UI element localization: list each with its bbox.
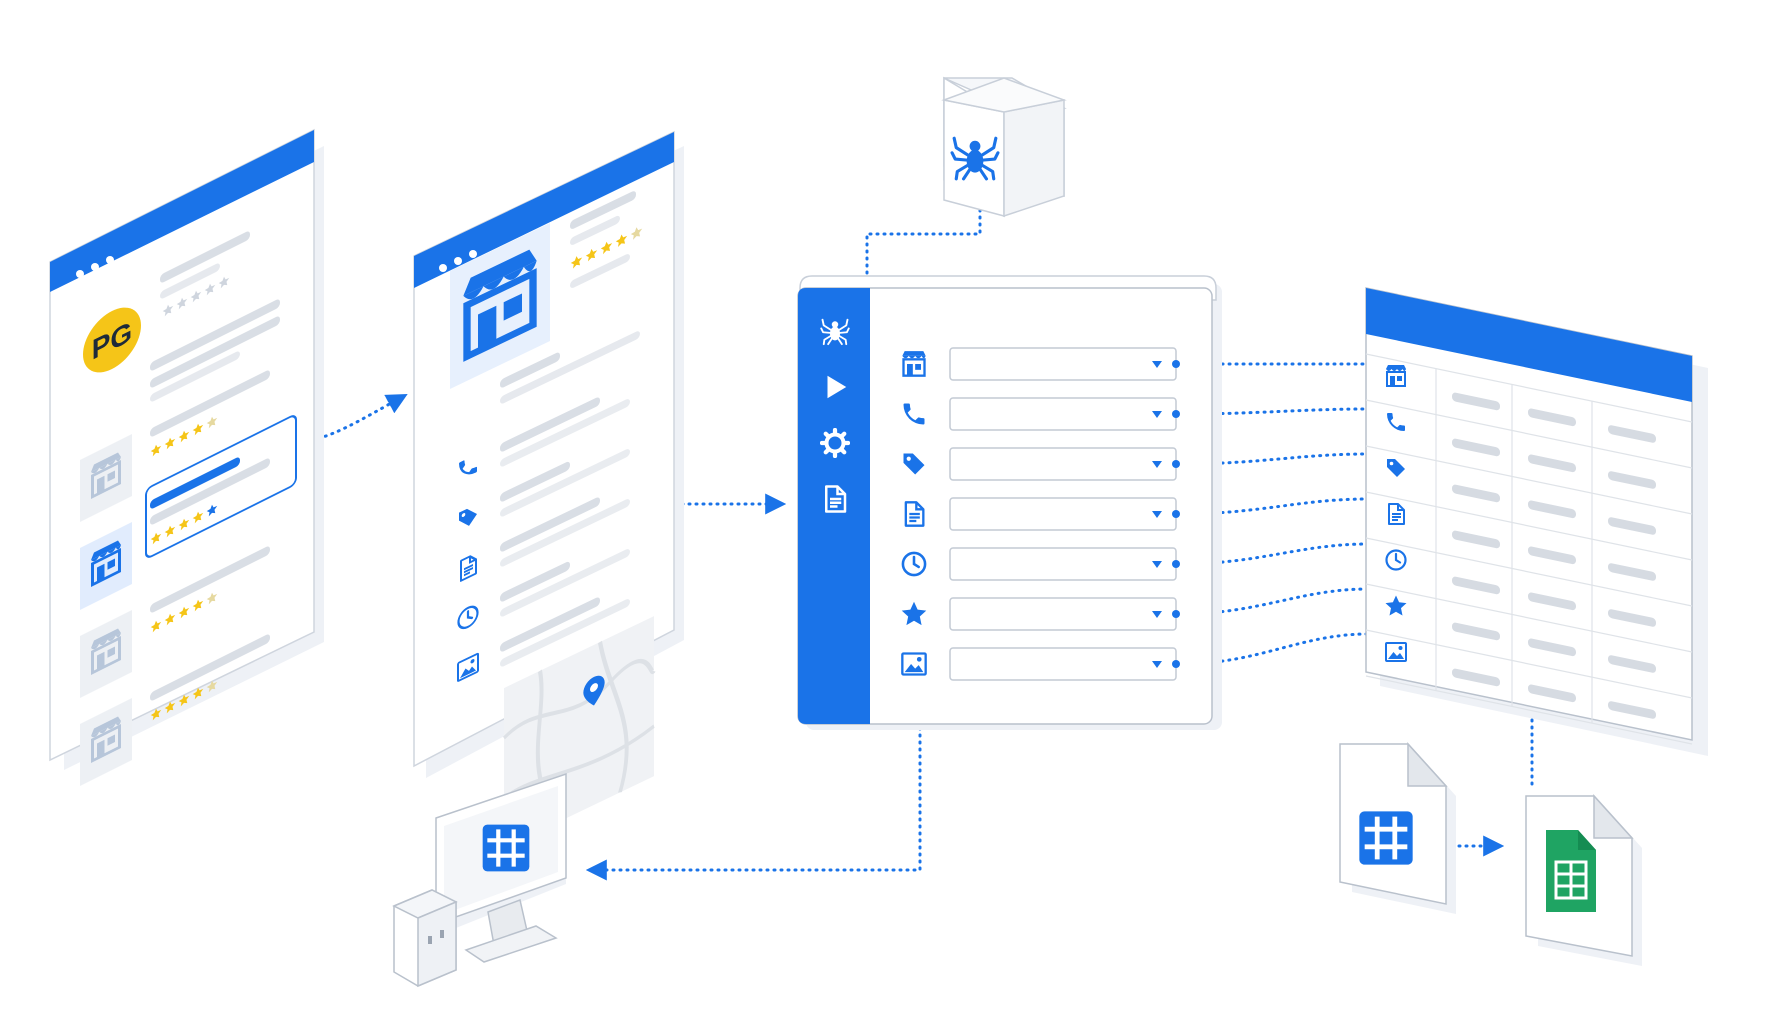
scraper-app-panel bbox=[797, 275, 1222, 730]
connector-listing-to-detail bbox=[296, 393, 408, 444]
list-item[interactable] bbox=[80, 365, 270, 522]
chevron-down-icon bbox=[1152, 611, 1162, 618]
export-google-sheets-file bbox=[1525, 794, 1642, 966]
result-list bbox=[80, 365, 297, 786]
field-mapping-list bbox=[902, 347, 1180, 681]
selected-item-outline bbox=[145, 415, 297, 558]
business-logo: PG bbox=[83, 307, 141, 373]
google-sheets-icon bbox=[1546, 830, 1596, 912]
detail-field-list bbox=[458, 397, 630, 689]
mapping-field[interactable] bbox=[949, 447, 1177, 481]
mapping-field[interactable] bbox=[949, 547, 1177, 581]
table-grid-icon bbox=[483, 825, 530, 872]
search-results-window: PG bbox=[49, 128, 324, 786]
chevron-down-icon bbox=[1152, 511, 1162, 518]
table-file-icon bbox=[1359, 811, 1412, 864]
chevron-down-icon bbox=[1152, 461, 1162, 468]
window-controls bbox=[76, 256, 114, 278]
mapping-field[interactable] bbox=[949, 647, 1177, 681]
output-spreadsheet bbox=[1365, 287, 1708, 756]
chevron-down-icon bbox=[1152, 561, 1162, 568]
mapping-field[interactable] bbox=[949, 347, 1177, 381]
window-controls bbox=[439, 250, 477, 272]
chevron-down-icon bbox=[1152, 361, 1162, 368]
connector-scraper-to-desktop bbox=[585, 726, 922, 881]
connector-crawler-to-scraper bbox=[865, 194, 982, 278]
mapping-field[interactable] bbox=[949, 397, 1177, 431]
list-item[interactable] bbox=[80, 629, 270, 786]
export-table-file bbox=[1339, 742, 1456, 914]
business-detail-window bbox=[413, 130, 684, 849]
chevron-down-icon bbox=[1152, 661, 1162, 668]
spreadsheet-grid bbox=[1365, 353, 1693, 745]
chevron-down-icon bbox=[1152, 411, 1162, 418]
mapping-field[interactable] bbox=[949, 497, 1177, 531]
desktop-computer bbox=[392, 772, 567, 988]
list-item[interactable] bbox=[80, 414, 297, 610]
list-item[interactable] bbox=[80, 541, 270, 698]
mapping-field[interactable] bbox=[949, 597, 1177, 631]
computer-tower bbox=[392, 889, 458, 988]
crawler-cube bbox=[941, 76, 1067, 218]
